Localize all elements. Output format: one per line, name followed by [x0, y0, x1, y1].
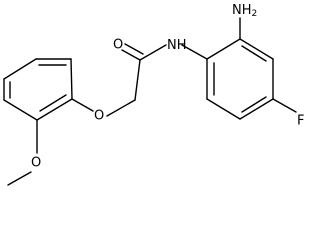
ring-b-double-2 — [241, 96, 267, 113]
ring-b-bond-2 — [239, 38, 274, 60]
atom-ether-oxygen: O — [94, 109, 104, 124]
ring-a-bond-4 — [3, 99, 38, 121]
atom-methoxy-oxygen: O — [31, 156, 41, 171]
ring-b-bond-5 — [206, 98, 241, 120]
bond-ch2-to-carbonyl-c — [134, 59, 141, 101]
molecule-diagram: NH2 NH O O O F — [3, 3, 304, 186]
atom-amine: NH2 — [232, 3, 257, 19]
ring-a-bond-6 — [3, 58, 37, 80]
bond-methoxy-o-to-ch3 — [7, 171, 32, 186]
ring-b-double-1 — [241, 45, 267, 62]
ring-a-bond-3 — [36, 98, 73, 121]
chemical-structure-canvas: NH2 NH O O O F — [3, 3, 304, 186]
amine-label: NH2 — [232, 3, 257, 19]
carbonyl-o-label: O — [113, 38, 123, 53]
ether-o-label: O — [94, 109, 104, 124]
ring-b-bond-1 — [206, 38, 241, 60]
ring-b-bond-4 — [239, 98, 274, 120]
methoxyphenyl-ring — [3, 58, 73, 121]
amide-nh-label: NH — [167, 38, 187, 53]
atom-carbonyl-oxygen: O — [113, 38, 123, 53]
bond-carbonyl-double-1 — [121, 49, 141, 61]
fluorine-label: F — [297, 114, 304, 129]
bond-ring-to-fluorine — [272, 98, 297, 113]
bond-nh-to-ring — [181, 44, 208, 60]
bond-ether-o-to-ch2 — [106, 99, 136, 117]
bond-ring-to-ether-o — [71, 98, 94, 112]
aminofluorophenyl-ring — [206, 38, 274, 120]
bond-carbonyl-c-to-nh — [139, 44, 167, 61]
bond-carbonyl-double-2 — [124, 43, 144, 55]
ring-a-bond-2 — [70, 58, 73, 100]
ring-a-double-2 — [39, 94, 67, 112]
atom-amide-nitrogen: NH — [167, 38, 187, 53]
atom-fluorine: F — [297, 114, 304, 129]
methoxy-o-label: O — [31, 156, 41, 171]
